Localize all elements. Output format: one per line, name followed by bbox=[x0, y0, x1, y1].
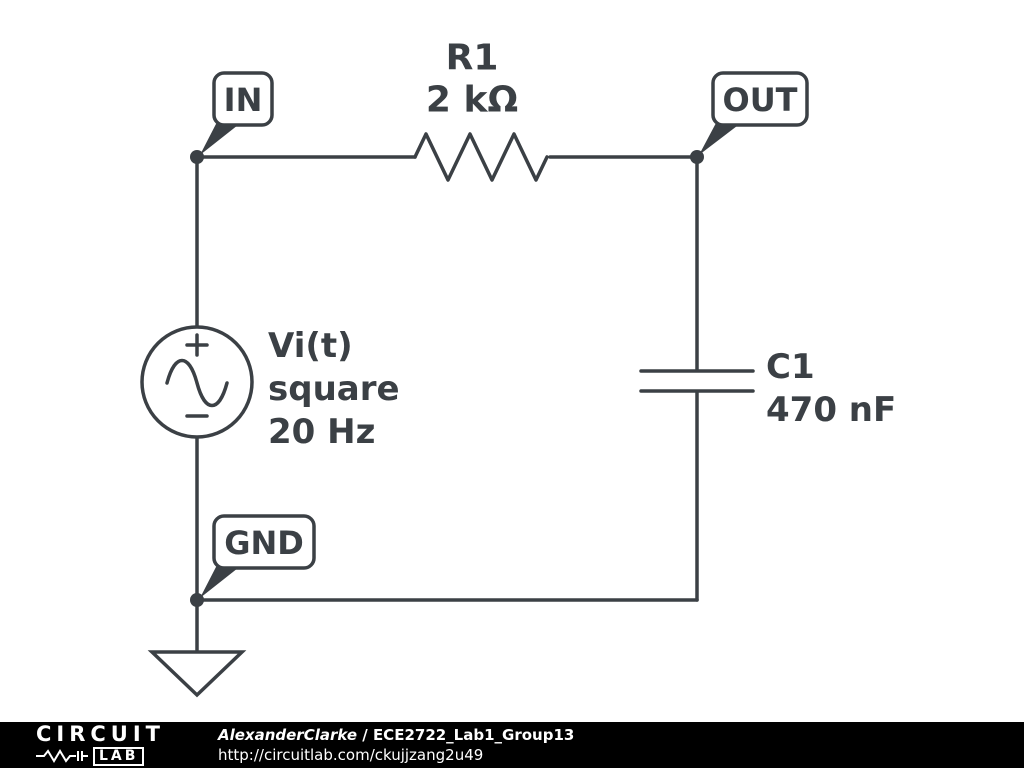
circuit-url[interactable]: http://circuitlab.com/ckujjzang2u49 bbox=[218, 746, 484, 764]
logo-circuit-text: CIRCUIT bbox=[36, 721, 165, 746]
in-label-box bbox=[212, 71, 274, 127]
in-label-pointer bbox=[200, 122, 238, 155]
logo-resistor-icon bbox=[36, 749, 88, 764]
source-label: Vi(t) bbox=[268, 326, 353, 366]
node-dot-in bbox=[190, 150, 204, 164]
resistor-designator: R1 bbox=[446, 38, 499, 79]
out-label-box bbox=[711, 71, 809, 127]
circuit-schematic: R1 2 kΩ C1 470 nF Vi(t) square 20 Hz IN … bbox=[140, 38, 896, 698]
author-name: AlexanderClarke bbox=[218, 725, 357, 744]
ground-symbol bbox=[147, 650, 247, 698]
resistor-value: 2 kΩ bbox=[426, 80, 518, 121]
gnd-label-pointer bbox=[200, 565, 238, 598]
capacitor-value: 470 nF bbox=[766, 390, 896, 430]
source-waveform: square bbox=[268, 369, 400, 409]
out-label-pointer bbox=[699, 123, 737, 155]
circuit-title: ECE2722_Lab1_Group13 bbox=[372, 725, 575, 744]
sine-wave-icon bbox=[165, 359, 229, 407]
footer-meta: AlexanderClarke / ECE2722_Lab1_Group13 h… bbox=[218, 725, 574, 766]
gnd-label-box bbox=[212, 514, 316, 570]
out-label-text: OUT bbox=[722, 81, 797, 119]
logo-lab-text: LAB bbox=[93, 746, 145, 767]
node-dot-gnd bbox=[190, 593, 204, 607]
in-label-text: IN bbox=[224, 81, 263, 119]
title-separator: / bbox=[357, 725, 373, 744]
gnd-label-text: GND bbox=[224, 524, 304, 562]
plus-sign-icon bbox=[185, 333, 209, 357]
node-dot-out bbox=[690, 150, 704, 164]
circuit-title-line: AlexanderClarke / ECE2722_Lab1_Group13 bbox=[218, 725, 574, 745]
capacitor-designator: C1 bbox=[766, 347, 815, 387]
source-frequency: 20 Hz bbox=[268, 412, 375, 452]
resistor-symbol bbox=[413, 132, 549, 182]
circuitlab-logo: CIRCUIT LAB bbox=[0, 721, 206, 767]
footer-bar: CIRCUIT LAB AlexanderClarke / ECE2722_La… bbox=[0, 722, 1024, 768]
